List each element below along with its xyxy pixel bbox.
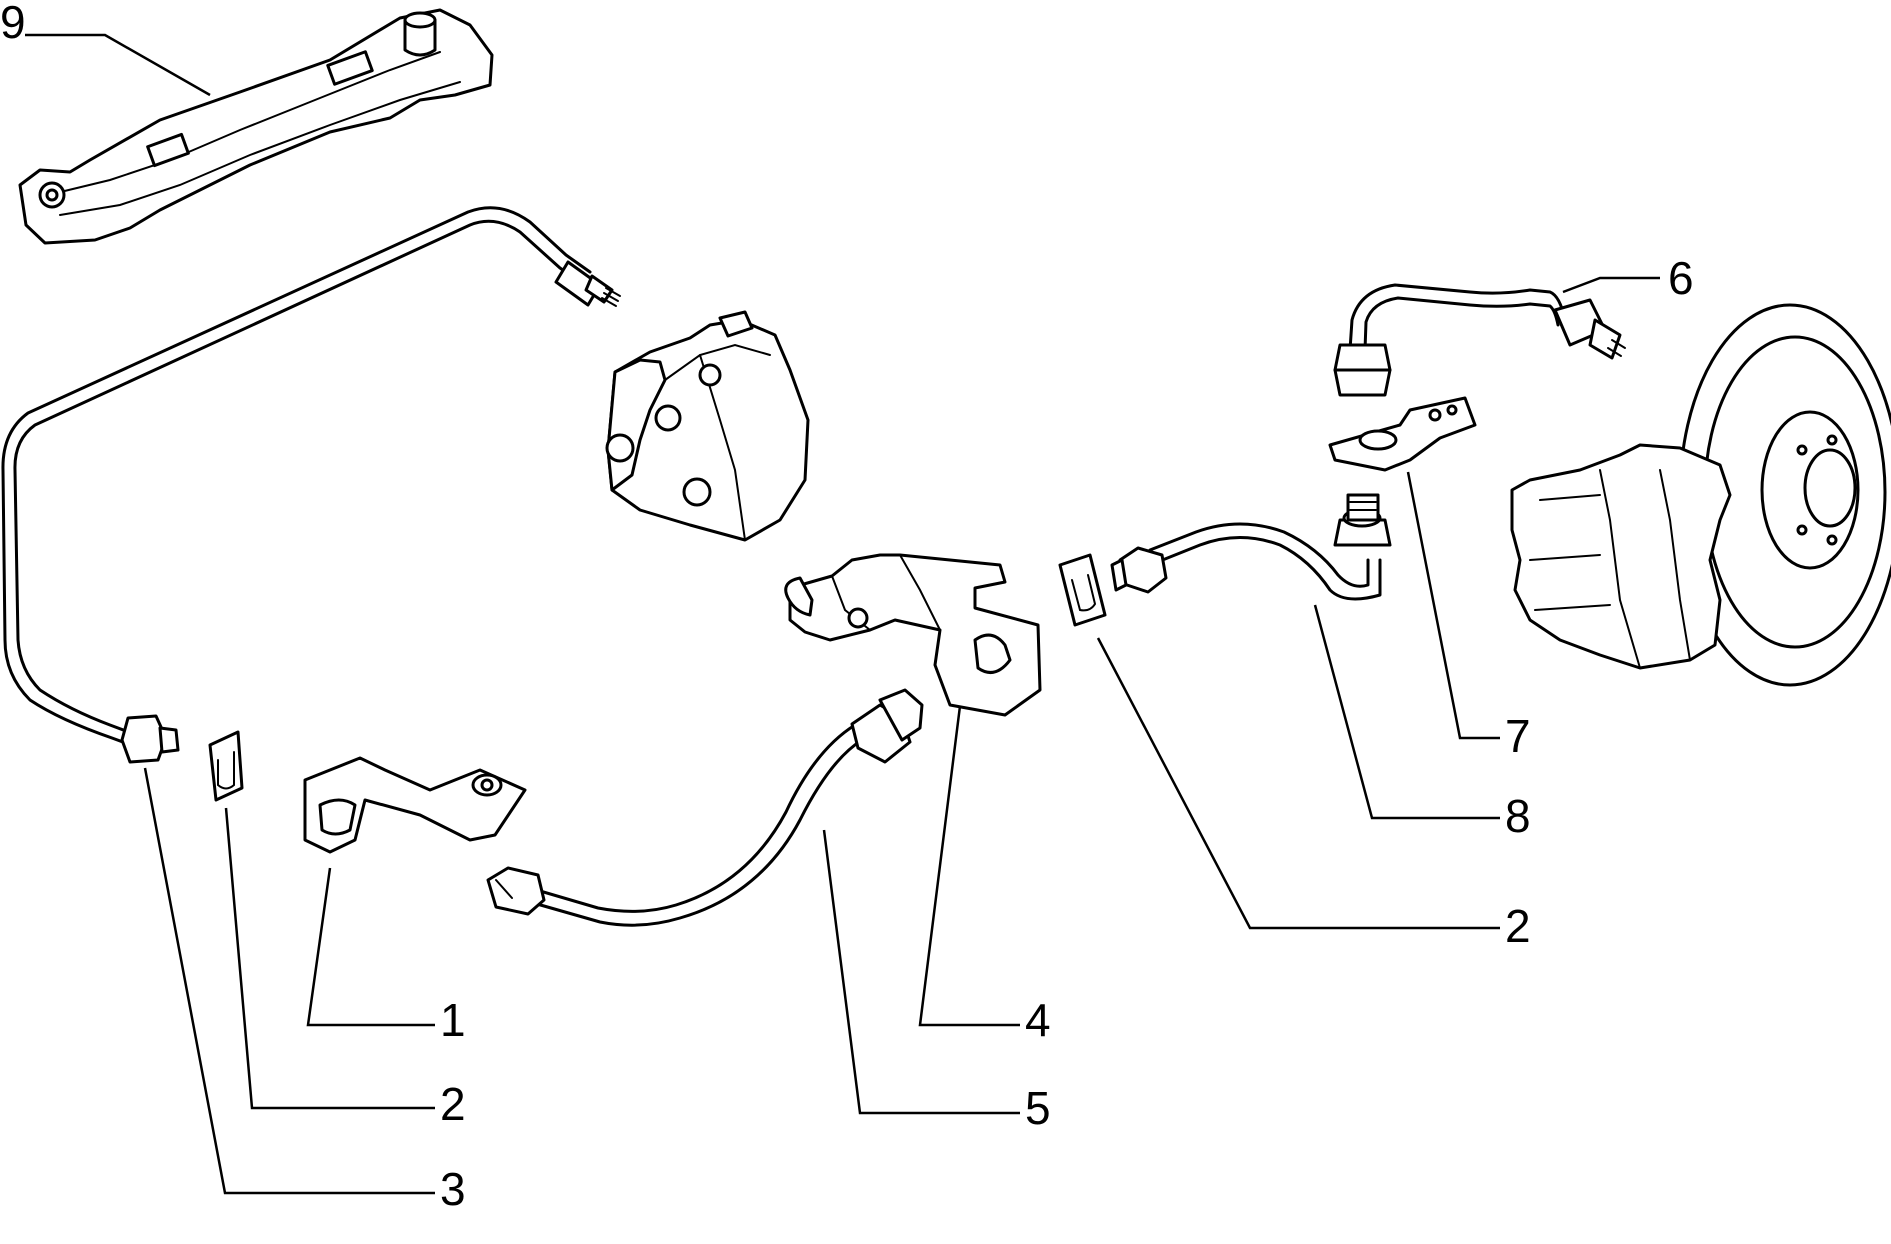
leader-2-left (224, 807, 435, 1110)
leader-1 (306, 867, 435, 1027)
leader-9 (25, 33, 211, 97)
leader-7 (1406, 471, 1500, 740)
callout-2-right: 2 (1505, 900, 1531, 952)
pipe-8-left-nut (1110, 546, 1168, 594)
leader-lines (25, 33, 1660, 1195)
pipe-5-right-fitting (850, 688, 924, 764)
callout-2-left: 2 (440, 1078, 466, 1130)
pipe-8-upper-fitting (1333, 493, 1392, 547)
callout-8: 8 (1505, 790, 1531, 842)
callout-6: 6 (1668, 252, 1694, 304)
leader-5 (822, 829, 1020, 1115)
leader-6 (1562, 276, 1660, 294)
part-6-upper-right-pipe (1333, 283, 1626, 397)
part-2-clip-right (1058, 553, 1107, 627)
callout-1: 1 (440, 994, 466, 1046)
leader-3 (143, 767, 435, 1195)
part-2-clip-left (208, 730, 244, 802)
leader-4 (918, 705, 1020, 1027)
pipe-5-left-fitting (486, 866, 546, 916)
part-5-bent-brake-pipe (486, 688, 924, 927)
part-8-right-brake-pipe (1110, 493, 1392, 601)
master-cylinder (605, 310, 810, 542)
part-9-support-plate (18, 8, 494, 245)
pipe-3-top-fitting (554, 260, 621, 307)
callout-7: 7 (1505, 710, 1531, 762)
part-3-long-brake-pipe (1, 206, 621, 764)
part-1-pipe-bracket (303, 756, 527, 854)
callout-4: 4 (1025, 994, 1051, 1046)
callout-5: 5 (1025, 1082, 1051, 1134)
callout-labels: 9 1 2 3 4 5 6 7 8 2 (0, 0, 1694, 1215)
pipe-3-bottom-nut (120, 714, 180, 764)
leader-2-right (1096, 637, 1500, 930)
part-4-bracket (784, 553, 1042, 717)
callout-9: 9 (0, 0, 26, 48)
pipe-6-left-nut (1333, 343, 1392, 397)
leader-8 (1313, 604, 1500, 820)
brake-disc-assembly (1510, 303, 1891, 687)
callout-3: 3 (440, 1163, 466, 1215)
part-7-small-bracket (1328, 396, 1477, 472)
pipe-6-right-fitting (1553, 298, 1626, 360)
